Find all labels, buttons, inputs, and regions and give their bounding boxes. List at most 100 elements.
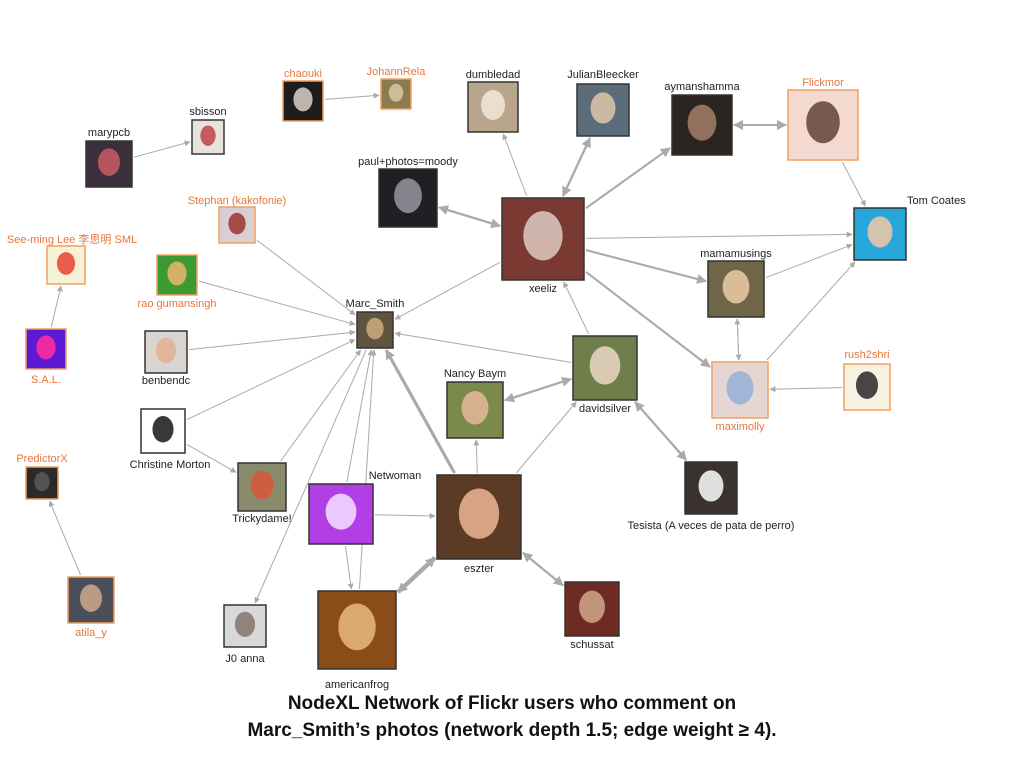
thumbnail-image-benbendc bbox=[155, 337, 177, 363]
node-christine[interactable]: Christine Morton bbox=[130, 408, 211, 471]
node-label-seeming: See-ming Lee 李思明 SML bbox=[7, 232, 137, 246]
node-label-trickydame: Trickydame! bbox=[232, 513, 292, 525]
node-eszter[interactable]: eszter bbox=[436, 474, 522, 575]
thumbnail-image-sbisson bbox=[200, 125, 216, 146]
node-label-schussat: schussat bbox=[570, 639, 613, 651]
thumbnail-image-dumbledad bbox=[481, 90, 505, 120]
thumbnail-image-mamamusings bbox=[722, 269, 750, 304]
thumbnail-image-paulphotos bbox=[394, 178, 422, 214]
edge-stephan-to-marcsmith bbox=[256, 239, 356, 316]
node-mamamusings[interactable]: mamamusings bbox=[700, 248, 772, 318]
node-trickydame[interactable]: Trickydame! bbox=[232, 462, 292, 525]
thumbnail-image-j0anna bbox=[234, 611, 256, 637]
thumbnail-image-seeming bbox=[56, 252, 76, 275]
edges-layer bbox=[48, 92, 866, 604]
node-sal[interactable]: S.A.L. bbox=[25, 328, 67, 386]
edge-americanfrog-to-eszter bbox=[396, 556, 437, 594]
node-rush2shri[interactable]: rush2shri bbox=[843, 349, 891, 411]
node-label-nancybaym: Nancy Baym bbox=[444, 368, 506, 380]
node-label-johannrela: JohannRela bbox=[367, 66, 427, 78]
node-xeeliz[interactable]: xeeliz bbox=[501, 197, 585, 295]
edge-eszter-to-nancybaym bbox=[473, 439, 480, 474]
edge-xeeliz-to-marcsmith bbox=[394, 261, 501, 320]
thumbnail-image-americanfrog bbox=[338, 603, 376, 651]
thumbnail-image-xeeliz bbox=[523, 211, 563, 261]
thumbnail-image-flickmor bbox=[806, 101, 840, 144]
node-benbendc[interactable]: benbendc bbox=[142, 330, 191, 387]
node-label-marypcb: marypcb bbox=[88, 127, 130, 139]
thumbnail-image-davidsilver bbox=[589, 346, 621, 385]
node-davidsilver[interactable]: davidsilver bbox=[572, 335, 638, 415]
node-flickmor[interactable]: Flickmor bbox=[787, 77, 859, 161]
node-label-sbisson: sbisson bbox=[189, 106, 226, 118]
node-label-sal: S.A.L. bbox=[31, 374, 61, 386]
edge-flickmor-to-tomcoates bbox=[841, 161, 866, 207]
thumbnail-image-aymanshamma bbox=[687, 104, 717, 141]
node-dumbledad[interactable]: dumbledad bbox=[466, 69, 520, 133]
node-label-christine: Christine Morton bbox=[130, 459, 211, 471]
node-predictorx[interactable]: PredictorX bbox=[16, 453, 68, 500]
node-netwoman[interactable]: Netwoman bbox=[308, 470, 422, 545]
thumbnail-image-schussat bbox=[579, 590, 605, 624]
node-atila[interactable]: atila_y bbox=[67, 576, 115, 639]
thumbnail-image-stephan bbox=[228, 212, 246, 235]
node-label-predictorx: PredictorX bbox=[16, 453, 68, 465]
node-label-marcsmith: Marc_Smith bbox=[346, 298, 405, 310]
node-j0anna[interactable]: J0 anna bbox=[223, 604, 267, 665]
thumbnail-image-eszter bbox=[458, 488, 500, 539]
node-label-eszter: eszter bbox=[464, 563, 494, 575]
node-marcsmith[interactable]: Marc_Smith bbox=[346, 298, 405, 349]
thumbnail-image-atila bbox=[79, 584, 103, 612]
edge-xeeliz-to-dumbledad bbox=[502, 133, 528, 197]
node-label-xeeliz: xeeliz bbox=[529, 283, 557, 295]
node-stephan[interactable]: Stephan (kakofonie) bbox=[188, 195, 286, 244]
thumbnail-image-tesista bbox=[698, 470, 724, 502]
edge-sal-to-seeming bbox=[50, 285, 63, 328]
node-label-benbendc: benbendc bbox=[142, 375, 191, 387]
edge-christine-to-trickydame bbox=[186, 444, 237, 473]
node-label-tomcoates: Tom Coates bbox=[907, 195, 966, 207]
node-johannrela[interactable]: JohannRela bbox=[367, 66, 427, 110]
node-nancybaym[interactable]: Nancy Baym bbox=[444, 368, 506, 439]
thumbnail-image-chaouki bbox=[293, 87, 313, 112]
edge-christine-to-marcsmith bbox=[186, 339, 356, 421]
node-label-rao: rao gumansingh bbox=[138, 298, 217, 310]
edge-trickydame-to-marcsmith bbox=[280, 349, 362, 462]
edge-marcsmith-to-j0anna bbox=[254, 349, 367, 604]
node-label-tesista: Tesista (A veces de pata de perro) bbox=[628, 520, 795, 532]
caption-line-2: Marc_Smith’s photos (network depth 1.5; … bbox=[247, 720, 777, 741]
node-marypcb[interactable]: marypcb bbox=[85, 127, 133, 188]
node-paulphotos[interactable]: paul+photos=moody bbox=[358, 156, 458, 228]
edge-julianbleecker-to-xeeliz bbox=[562, 137, 591, 197]
node-rao[interactable]: rao gumansingh bbox=[138, 254, 217, 310]
caption-line-1: NodeXL Network of Flickr users who comme… bbox=[287, 693, 737, 714]
node-americanfrog[interactable]: americanfrog bbox=[317, 590, 397, 691]
edge-mamamusings-to-tomcoates bbox=[765, 243, 853, 279]
node-sbisson[interactable]: sbisson bbox=[189, 106, 227, 155]
node-maximolly[interactable]: maximolly bbox=[711, 361, 769, 433]
thumbnail-image-trickydame bbox=[250, 470, 274, 500]
node-label-chaouki: chaouki bbox=[284, 68, 322, 80]
thumbnail-image-tomcoates bbox=[867, 216, 893, 248]
edge-maximolly-to-tomcoates bbox=[766, 261, 856, 361]
edge-rao-to-marcsmith bbox=[198, 280, 356, 326]
edge-xeeliz-to-mamamusings bbox=[585, 249, 707, 284]
node-aymanshamma[interactable]: aymanshamma bbox=[664, 81, 740, 156]
nodes-layer: marypcb sbisson chaouki JohannRela dumbledad… bbox=[7, 66, 966, 691]
edge-paulphotos-to-xeeliz bbox=[438, 206, 501, 229]
node-label-flickmor: Flickmor bbox=[802, 77, 844, 89]
node-chaouki[interactable]: chaouki bbox=[282, 68, 324, 122]
node-julianbleecker[interactable]: JulianBleecker bbox=[567, 69, 639, 137]
thumbnail-image-johannrela bbox=[388, 83, 404, 102]
node-schussat[interactable]: schussat bbox=[564, 581, 620, 651]
node-label-julianbleecker: JulianBleecker bbox=[567, 69, 639, 81]
node-label-netwoman: Netwoman bbox=[369, 470, 422, 482]
thumbnail-image-sal bbox=[36, 335, 56, 360]
node-tesista[interactable]: Tesista (A veces de pata de perro) bbox=[628, 461, 795, 532]
node-tomcoates[interactable]: Tom Coates bbox=[853, 195, 966, 261]
node-label-rush2shri: rush2shri bbox=[844, 349, 889, 361]
node-label-americanfrog: americanfrog bbox=[325, 679, 389, 691]
node-seeming[interactable]: See-ming Lee 李思明 SML bbox=[7, 232, 137, 285]
node-label-paulphotos: paul+photos=moody bbox=[358, 156, 458, 168]
